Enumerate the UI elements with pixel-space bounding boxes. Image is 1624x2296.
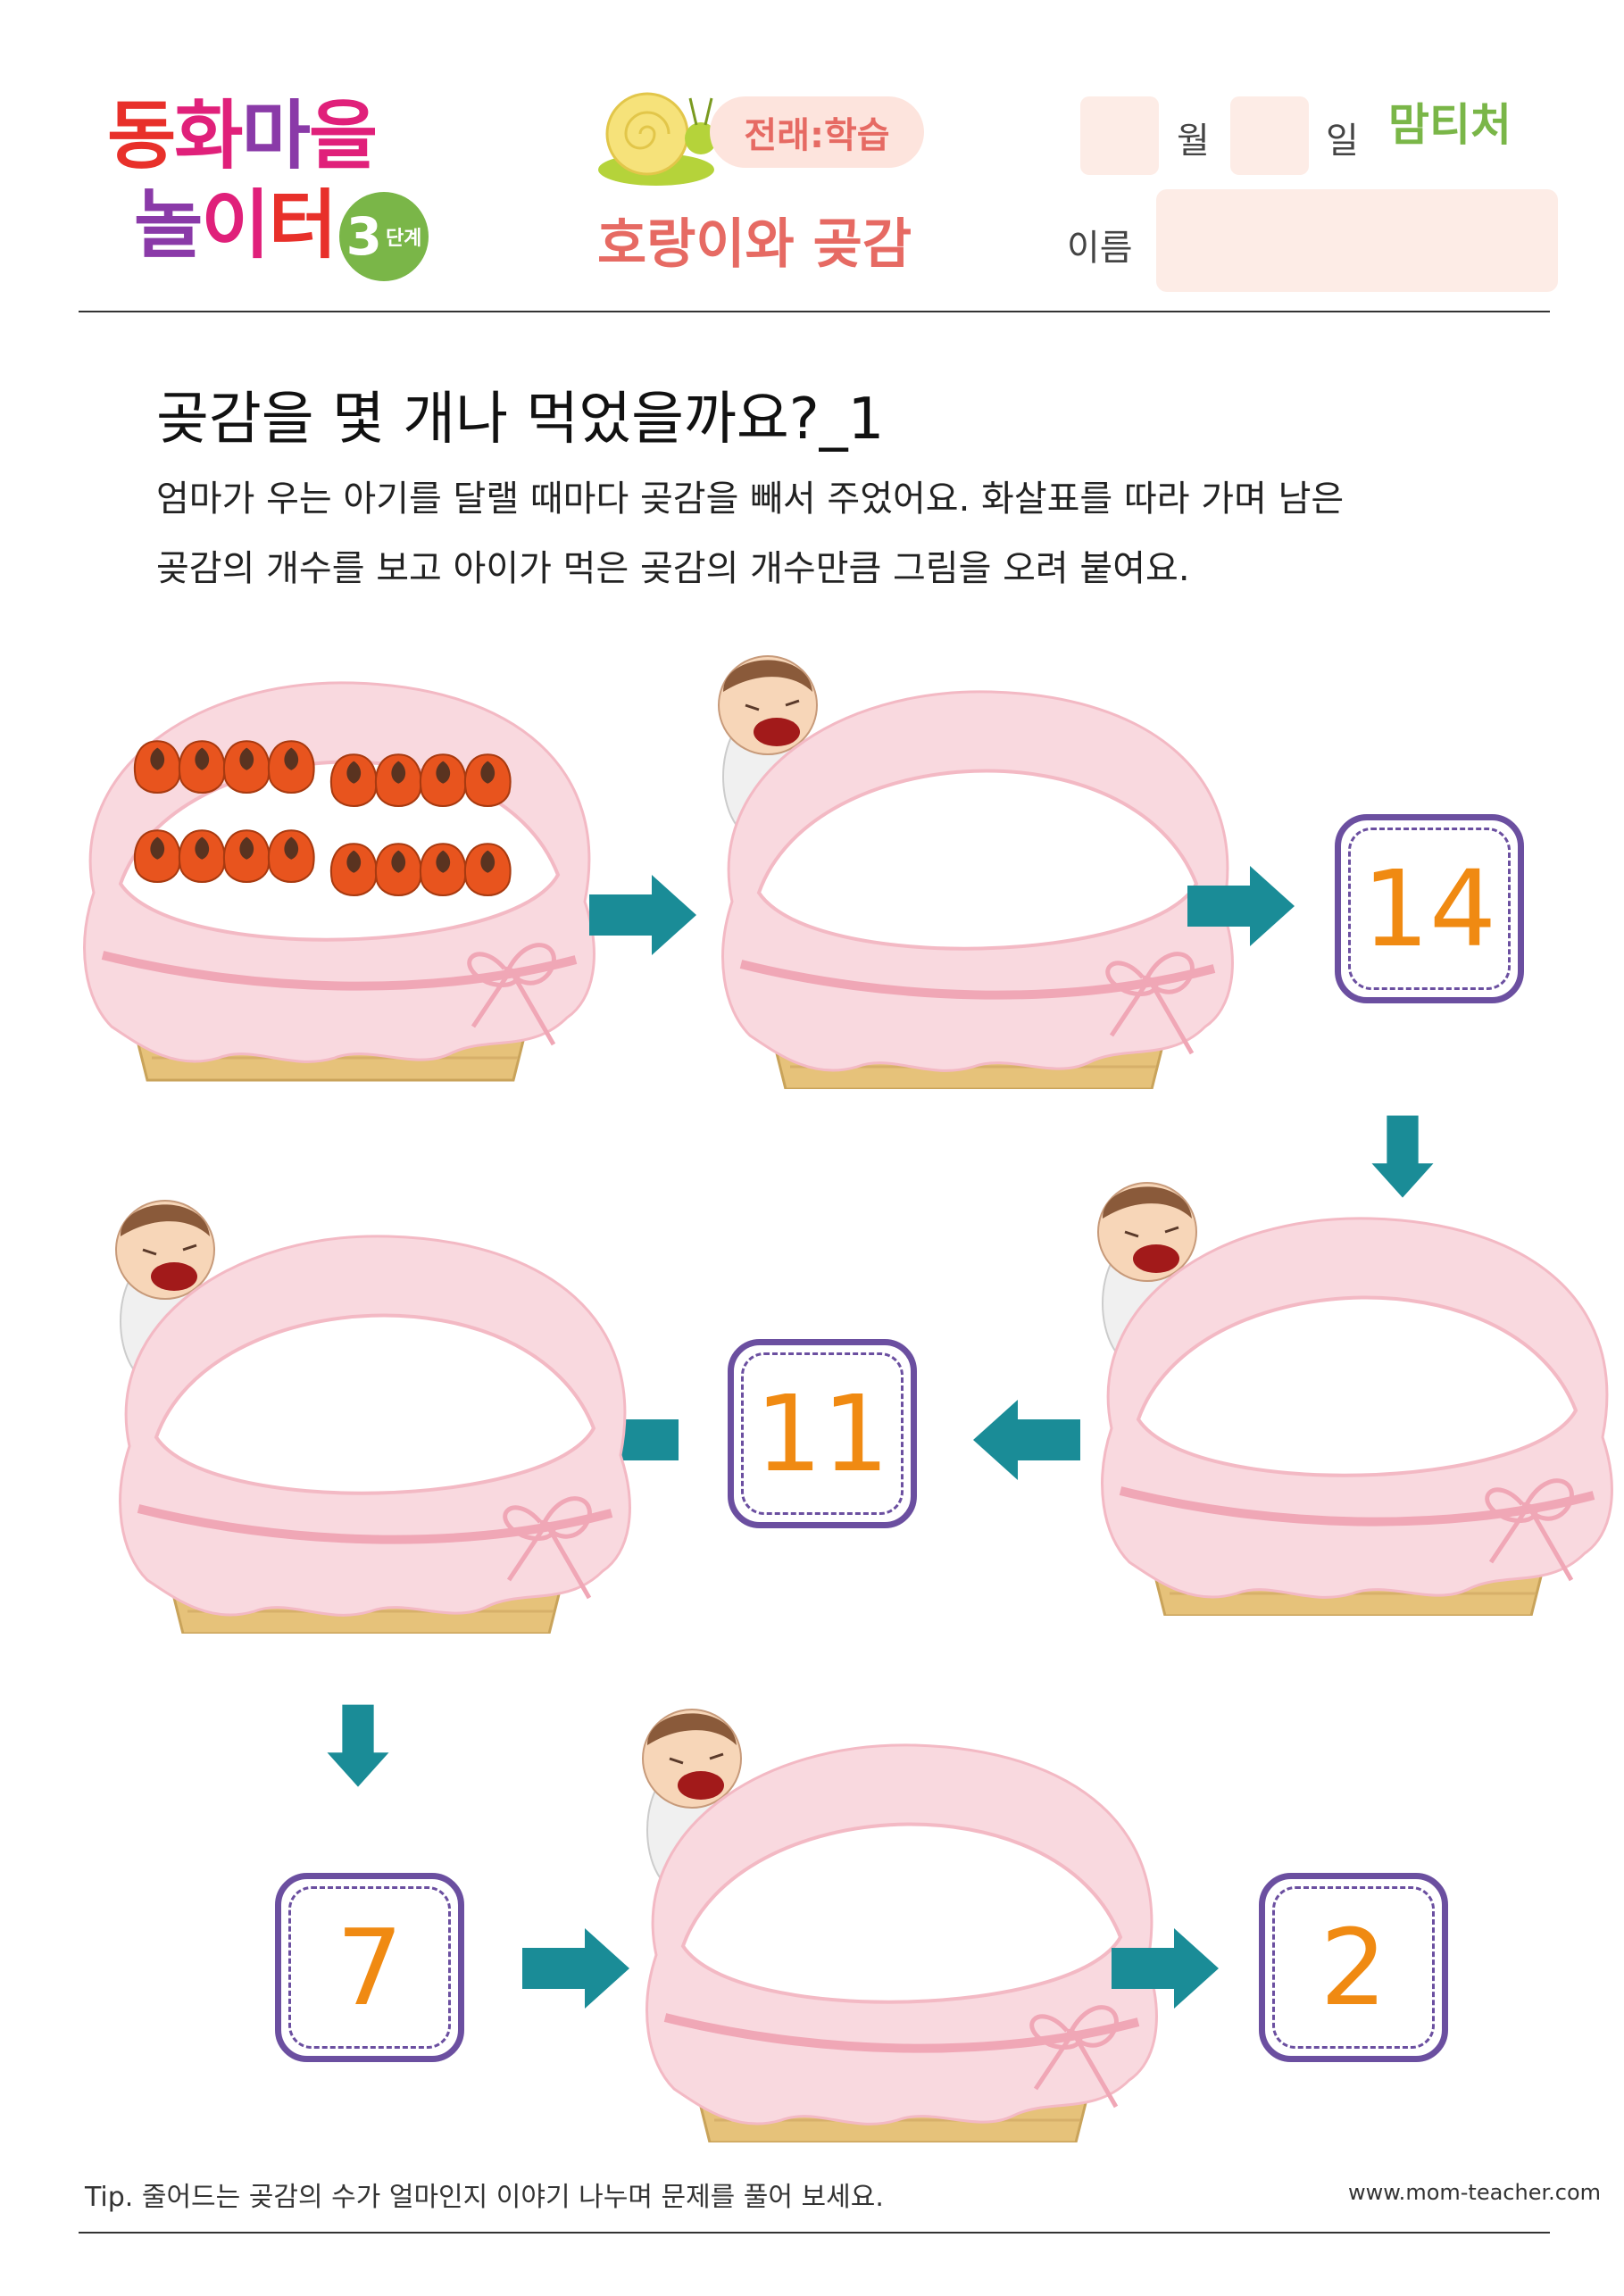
count-value: 7: [336, 1906, 404, 2029]
persimmon-icon: [222, 740, 271, 794]
count-box-2: 11: [728, 1339, 917, 1528]
arrow-left-icon: [973, 1400, 1080, 1480]
day-label: 일: [1326, 121, 1359, 162]
footer-divider: [79, 2232, 1550, 2234]
basket-full: [67, 661, 603, 1089]
count-value: 14: [1362, 847, 1497, 970]
persimmon-icon: [419, 753, 467, 808]
persimmon-icon: [133, 829, 181, 884]
story-subtitle: 호랑이와 곶감: [596, 213, 912, 276]
footer-url: www.mom-teacher.com: [1348, 2180, 1602, 2205]
persimmon-icon: [419, 843, 467, 897]
persimmon-icon: [222, 829, 271, 884]
basket-empty-4: [641, 1708, 1165, 2142]
persimmon-icon: [267, 829, 315, 884]
stage-label: 단계: [385, 228, 422, 250]
logo-line2: 놀이터: [134, 181, 337, 269]
brand-logo: 동화마을 놀이터 3 단계: [98, 98, 455, 304]
name-input[interactable]: [1156, 189, 1558, 292]
persimmon-icon: [463, 843, 512, 897]
stage-number: 3: [346, 206, 382, 267]
arrow-right-icon: [1112, 1928, 1219, 2009]
instructions-line1: 엄마가 우는 아기를 달랠 때마다 곶감을 빼서 주었어요. 화살표를 따라 가…: [156, 478, 1345, 520]
header-divider: [79, 311, 1550, 312]
snail-icon: [598, 92, 717, 186]
count-value: 2: [1320, 1906, 1387, 2029]
persimmon-icon: [133, 740, 181, 794]
month-input[interactable]: [1080, 96, 1159, 175]
persimmon-icon: [329, 843, 378, 897]
stage-badge: 3 단계: [339, 192, 429, 281]
basket-empty-1: [717, 654, 1241, 1089]
arrow-right-icon: [589, 875, 696, 955]
page-title: 곶감을 몇 개나 먹었을까요?_1: [156, 387, 885, 453]
basket-empty-3: [114, 1199, 638, 1634]
count-value: 11: [754, 1372, 890, 1495]
persimmon-icon: [374, 843, 422, 897]
month-label: 월: [1177, 121, 1210, 162]
count-box-1: 14: [1335, 814, 1524, 1003]
instructions-line2: 곶감의 개수를 보고 아이가 먹은 곶감의 개수만큼 그림을 오려 붙여요.: [156, 548, 1190, 589]
persimmon-icon: [178, 829, 226, 884]
name-label: 이름: [1067, 228, 1133, 269]
basket-empty-2: [1096, 1181, 1620, 1616]
footer-tip: Tip. 줄어드는 곶감의 수가 얼마인지 이야기 나누며 문제를 풀어 보세요…: [85, 2182, 884, 2213]
count-box-4: 2: [1259, 1873, 1448, 2062]
lesson-tag: 전래:학습: [710, 96, 924, 168]
logo-line1: 동화마을: [107, 92, 378, 179]
arrow-right-icon: [522, 1928, 629, 2009]
arrow-down-icon: [327, 1704, 389, 1787]
persimmon-icon: [329, 753, 378, 808]
persimmon-icon: [178, 740, 226, 794]
persimmon-icon: [463, 753, 512, 808]
brand-mark: 맘티처: [1388, 99, 1512, 151]
persimmon-icon: [267, 740, 315, 794]
arrow-right-icon: [1187, 866, 1295, 946]
day-input[interactable]: [1230, 96, 1309, 175]
instructions: 엄마가 우는 아기를 달랠 때마다 곶감을 빼서 주었어요. 화살표를 따라 가…: [156, 464, 1513, 603]
count-box-3: 7: [275, 1873, 464, 2062]
persimmon-icon: [374, 753, 422, 808]
